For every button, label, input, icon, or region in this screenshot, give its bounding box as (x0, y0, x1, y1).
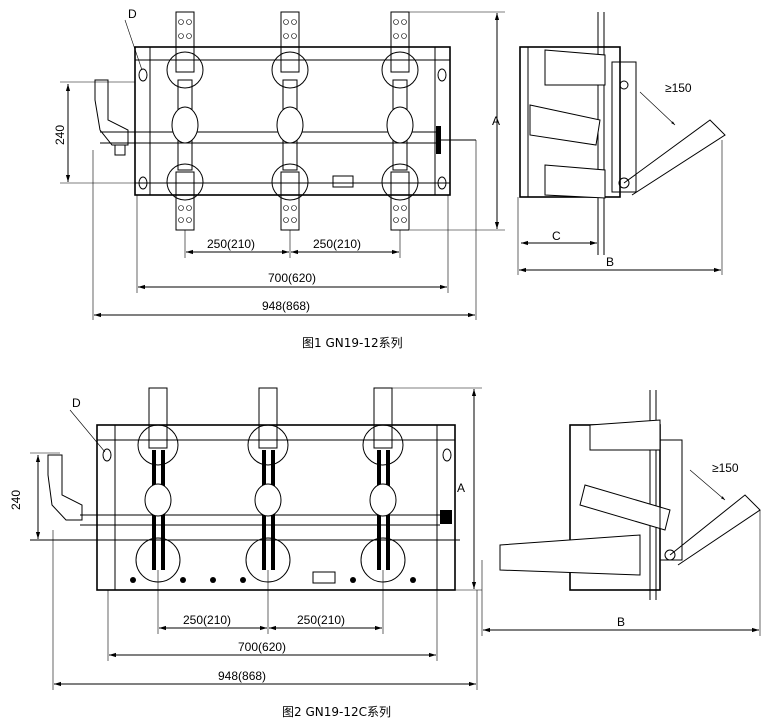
figure-1-front-view: D 240 A 250(210) 250(210) 700(620) 948(8… (53, 7, 505, 320)
pole (271, 11, 309, 231)
dim-240: 240 (9, 490, 23, 510)
dim-pitch-right: 250(210) (313, 237, 361, 251)
dim-240: 240 (53, 125, 67, 145)
dim-pitch-left: 250(210) (207, 237, 255, 251)
dim-c: C (552, 229, 561, 243)
frame (134, 46, 451, 196)
dim-pitch-right: 250(210) (297, 613, 345, 627)
dim-948: 948(868) (262, 299, 310, 313)
dim-a: A (457, 481, 465, 495)
pole (381, 11, 419, 231)
dim-700: 700(620) (268, 271, 316, 285)
dim-b: B (617, 615, 625, 629)
pole (166, 11, 204, 231)
dim-b: B (606, 255, 614, 269)
dim-pitch-left: 250(210) (183, 613, 231, 627)
dim-150: ≥150 (712, 461, 739, 475)
label-d: D (72, 396, 81, 410)
figure-2-side-view: ≥150 B (481, 390, 761, 636)
figure-1-caption: 图1 GN19-12系列 (302, 336, 403, 350)
label-d: D (128, 7, 137, 21)
dim-948: 948(868) (218, 669, 266, 683)
figure-2-caption: 图2 GN19-12C系列 (282, 705, 391, 719)
pole (245, 387, 291, 583)
operating-handle (47, 454, 83, 521)
figure-2-front-view: D 240 A 250(210) 250(210) 700(620) 948(8… (9, 387, 482, 690)
pole (135, 387, 181, 583)
operating-handle (94, 79, 129, 146)
dim-a: A (492, 114, 500, 128)
figure-1-side-view: ≥150 C B (517, 12, 726, 275)
dim-150: ≥150 (665, 81, 692, 95)
pole (360, 387, 406, 583)
dim-700: 700(620) (238, 640, 286, 654)
